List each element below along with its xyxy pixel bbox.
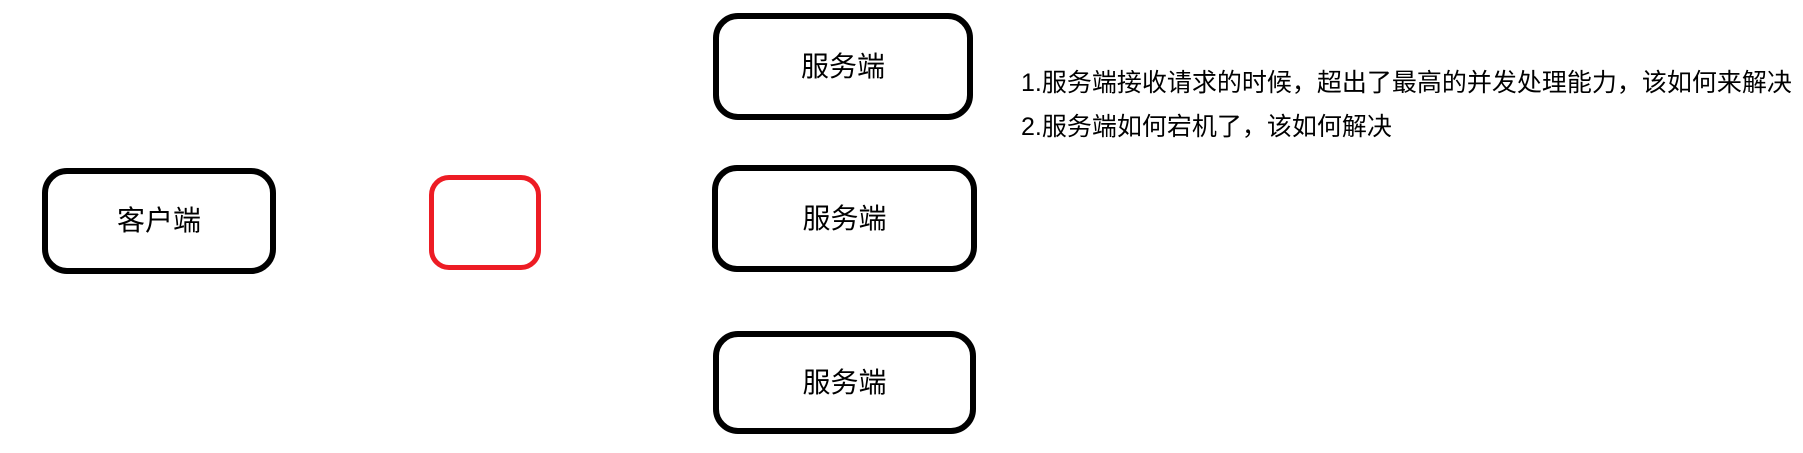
server-box-3: 服务端 bbox=[713, 331, 976, 434]
server-box-1-label: 服务端 bbox=[800, 50, 885, 82]
server-box-3-label: 服务端 bbox=[802, 366, 887, 398]
note-line-1: 1.服务端接收请求的时候，超出了最高的并发处理能力，该如何来解决 bbox=[1021, 69, 1792, 97]
annotation-notes: 1.服务端接收请求的时候，超出了最高的并发处理能力，该如何来解决 2.服务端如何… bbox=[1021, 61, 1792, 149]
server-box-1: 服务端 bbox=[713, 13, 973, 120]
red-placeholder-box bbox=[429, 175, 541, 270]
client-box-label: 客户端 bbox=[116, 205, 201, 236]
server-box-2: 服务端 bbox=[712, 165, 977, 272]
note-line-2: 2.服务端如何宕机了，该如何解决 bbox=[1021, 113, 1392, 141]
server-box-2-label: 服务端 bbox=[802, 202, 887, 234]
client-box: 客户端 bbox=[42, 168, 276, 274]
